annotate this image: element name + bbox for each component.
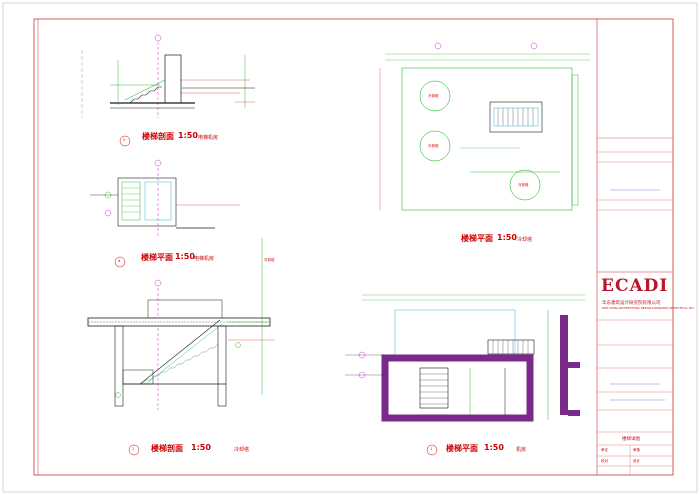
cooling-tower-label-2: 冷却塔 (428, 144, 439, 148)
approval-3: 校对 (601, 459, 608, 463)
drawing-subtitle-6: 电梯机房 (194, 256, 215, 262)
drawing-subtitle-1: 机房 (516, 447, 527, 453)
drawing-title-6: 楼梯平面 (141, 253, 173, 262)
cooling-tower-label-1: 冷却塔 (428, 94, 439, 98)
cooling-tower-plan (379, 42, 590, 211)
drawing-scale-2: 1:50 (191, 443, 211, 452)
approval-1: 审定 (601, 448, 608, 452)
drawing-title-1: 楼梯平面 (446, 444, 478, 453)
marker-6-label: 6 (118, 259, 121, 263)
drawing-scale-5: 1:50 (178, 131, 198, 140)
drawing-subtitle-2: 冷却塔 (234, 447, 250, 453)
approval-4: 设计 (633, 459, 640, 463)
title-block (596, 19, 673, 475)
drawing-title-roof: 楼梯平面 (461, 234, 493, 243)
section-5 (81, 34, 255, 118)
drawing-name: 楼梯详图 (622, 437, 640, 442)
drawing-frame (33, 18, 674, 476)
drawing-subtitle-5: 电梯机房 (198, 135, 219, 141)
drawing-scale-roof: 1:50 (497, 233, 517, 242)
section-2 (87, 238, 275, 410)
cooling-tower-label-3: 冷却塔 (518, 183, 529, 187)
company-logo: ECADI (601, 276, 669, 296)
company-name-cn: 华东建筑设计研究院有限公司 (602, 301, 661, 306)
stair-plan-1 (345, 294, 585, 422)
marker-2-label: 2 (132, 447, 135, 451)
drawing-scale-1: 1:50 (484, 443, 504, 452)
drawing-subtitle-roof: 冷却塔 (517, 237, 533, 243)
marker-5-label: 5 (123, 138, 126, 142)
approval-2: 审核 (633, 448, 640, 452)
marker-6 (114, 256, 126, 268)
marker-2 (128, 444, 140, 456)
marker-5 (119, 135, 131, 147)
drawing-title-5: 楼梯剖面 (142, 132, 174, 141)
marker-1 (426, 444, 438, 456)
drawing-scale-6: 1:50 (175, 252, 195, 261)
marker-1-label: 1 (430, 447, 433, 451)
plan-6 (90, 159, 240, 238)
drawing-title-2: 楼梯剖面 (151, 444, 183, 453)
company-name-en: EAST CHINA ARCHITECTURAL DESIGN & RESEAR… (602, 307, 695, 310)
cooling-tower-label-4: 冷却塔 (264, 258, 275, 262)
